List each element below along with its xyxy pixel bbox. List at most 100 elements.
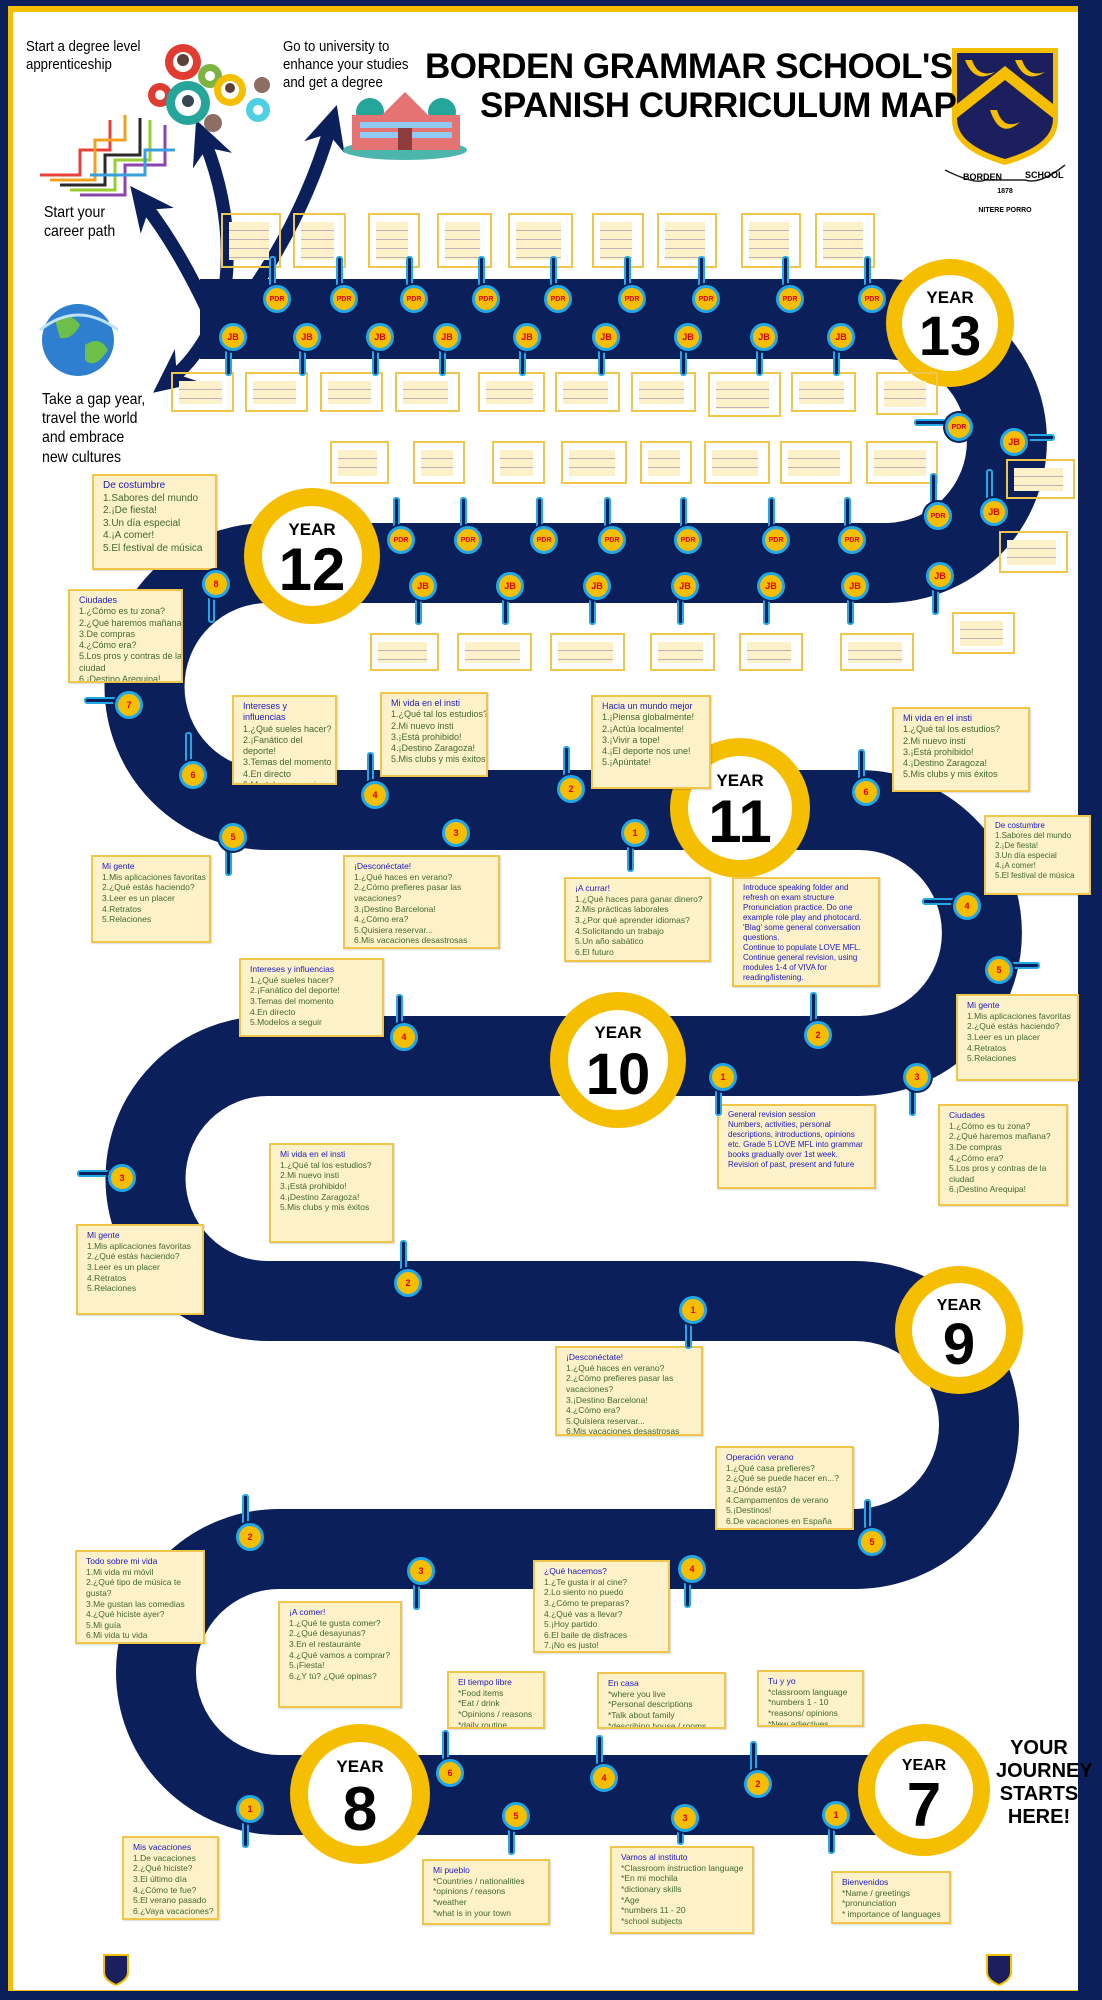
lesson-note-box	[657, 213, 717, 268]
topic-box-title: Operación verano	[726, 1452, 794, 1462]
node-label: 2	[568, 784, 574, 794]
lesson-note-box	[457, 633, 532, 671]
topic-box-item: Continue to populate LOVE MFL.	[743, 943, 861, 952]
topic-box-item: *reasons/ opinions	[768, 1707, 838, 1718]
topic-box-item: 5.Mis clubs y mis éxitos	[280, 1202, 370, 1213]
topic-box-item: 5.El festival de música	[995, 871, 1075, 880]
node-label: JB	[679, 581, 691, 591]
topic-box-item: 6.Mis vacaciones desastrosas	[566, 1426, 680, 1436]
topic-box-title: Hacia un mundo mejor	[602, 701, 693, 711]
node-label: JB	[521, 332, 533, 342]
lesson-note-box	[478, 372, 545, 412]
topic-box-title: Mis vacaciones	[133, 1842, 192, 1852]
node-label: PDR	[550, 295, 566, 303]
topic-box-item: 3.El último día	[133, 1873, 187, 1884]
jb-milestone-node: JB	[366, 323, 394, 351]
node-label: 6	[190, 770, 196, 780]
topic-box-item: 5.Mis clubs y mis éxitos	[391, 754, 486, 765]
crest-year: 1878	[997, 188, 1013, 195]
topic-milestone-node: 1	[822, 1801, 850, 1829]
topic-box-title: El tiempo libre	[458, 1677, 512, 1687]
lesson-note-box	[1006, 459, 1075, 499]
topic-box-item: 1.¿Qué haces en verano?	[566, 1362, 665, 1373]
lesson-note-box	[395, 372, 460, 412]
node-label: PDR	[269, 295, 285, 303]
lesson-note-box	[245, 372, 308, 412]
career-caption: Start your career path	[44, 204, 116, 241]
topic-box-item: 4.Retratos	[967, 1042, 1007, 1053]
topic-box-item: 4.¿Cómo era?	[566, 1405, 621, 1416]
topic-box-title: Mi gente	[87, 1230, 120, 1240]
topic-box-title: Ciudades	[949, 1110, 985, 1120]
topic-box-item: vacaciones?	[354, 892, 402, 903]
topic-box-item: 4.¿Qué vamos a comprar?	[289, 1649, 391, 1660]
topic-box-item: 6.¡Destino Arequipa!	[79, 673, 161, 683]
pdr-milestone-node: PDR	[858, 285, 886, 313]
topic-box-item: 1.¿Qué tal los estudios?	[280, 1159, 372, 1170]
pdr-milestone-node: PDR	[674, 526, 702, 554]
node-label: PDR	[460, 536, 476, 544]
topic-box-title: Mi gente	[967, 1000, 1000, 1010]
node-connector	[84, 697, 118, 704]
node-label: JB	[504, 581, 516, 591]
topic-box-item: 6.El futuro	[575, 946, 614, 957]
topic-box-item: vacaciones?	[566, 1383, 614, 1394]
topic-box-item: 2.¿Qué tipo de música te	[86, 1577, 181, 1588]
topic-box: ¡Desconéctate!1.¿Qué haces en verano?2.¿…	[555, 1346, 703, 1436]
topic-box-item: 1.¿Cómo es tu zona?	[949, 1120, 1031, 1131]
topic-box-item: 6.Mi vida tu vida	[86, 1630, 148, 1641]
globe-icon	[39, 304, 119, 376]
topic-box-title: ¡Desconéctate!	[566, 1352, 624, 1362]
lesson-note-box	[592, 213, 644, 268]
topic-box-title: Intereses y influencias	[250, 964, 335, 974]
jb-milestone-node: JB	[750, 323, 778, 351]
jb-milestone-node: JB	[219, 323, 247, 351]
topic-box-item: 2.¡Fanático del deporte!	[250, 985, 340, 996]
topic-box-item: 2.¡Actúa localmente!	[602, 723, 685, 734]
topic-box-item: 1.Mi vida mi móvil	[86, 1566, 154, 1577]
node-label: 6	[863, 787, 869, 797]
pdr-milestone-node: PDR	[618, 285, 646, 313]
topic-box-item: 6.¡Destino Arequipa!	[949, 1184, 1027, 1195]
topic-box-item: 3.Temas del momento	[243, 757, 332, 768]
topic-box-item: 4.¿Cómo era?	[79, 640, 137, 650]
jb-milestone-node: JB	[1000, 428, 1028, 456]
topic-box: Vamos al instituto*Classroom instruction…	[610, 1846, 754, 1934]
crest-banner-left: BORDEN	[963, 172, 1002, 182]
crest-banner-right: SCHOOL	[1025, 170, 1064, 180]
lesson-note-box	[708, 372, 781, 417]
topic-box-item: * importance of languages	[842, 1908, 941, 1919]
topic-box-item: deporte!	[243, 746, 277, 756]
topic-box-item: 2.Mis prácticas laborales	[575, 904, 669, 915]
topic-milestone-node: 5	[502, 1802, 530, 1830]
topic-box-item: 4.¿Cómo era?	[354, 914, 409, 925]
topic-box-item: *Opinions / reasons	[458, 1708, 533, 1719]
topic-milestone-node: 1	[679, 1296, 707, 1324]
topic-box: ¡A currar!1.¿Qué haces para ganar dinero…	[564, 877, 711, 962]
node-label: 2	[815, 1030, 821, 1040]
topic-box-item: ciudad	[79, 662, 106, 673]
topic-box-item: *New adjectives	[768, 1718, 829, 1727]
topic-box-item: 5.Los pros y contras de la	[79, 651, 183, 662]
topic-box-item: 3.Temas del momento	[250, 995, 334, 1006]
node-label: PDR	[782, 295, 798, 303]
topic-box-item: 5.Mis clubs y mis éxitos	[903, 769, 998, 780]
topic-box-item: 5.Quisiera reservar...	[566, 1415, 645, 1426]
node-label: PDR	[393, 536, 409, 544]
year-label: YEAR	[716, 771, 763, 790]
year-number: 11	[708, 788, 771, 855]
node-label: 5	[230, 832, 236, 842]
topic-box-title: Todo sobre mi vida	[86, 1556, 158, 1566]
lesson-note-box	[293, 213, 346, 268]
lesson-note-box	[437, 213, 492, 268]
topic-box-item: *where you live	[608, 1688, 666, 1699]
